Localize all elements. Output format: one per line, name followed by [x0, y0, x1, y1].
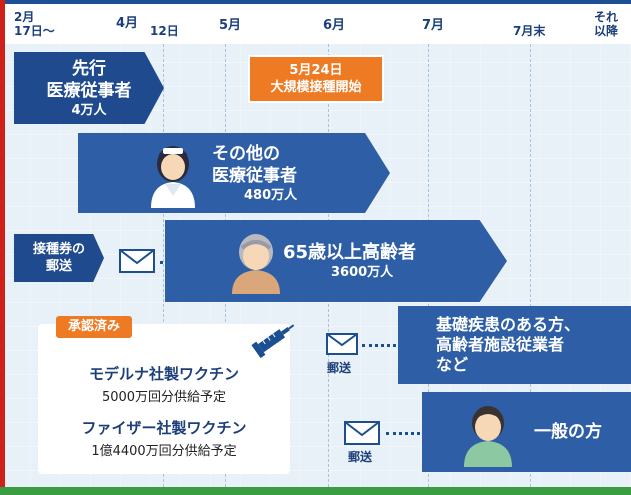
tick-april: 4月: [116, 16, 139, 31]
advance-medical-line1: 先行: [72, 58, 106, 79]
timeline-header: 2月 17日〜 4月 12日 5月 6月 7月 7月末 それ 以降: [5, 4, 631, 44]
mail-label-general: 郵送: [348, 450, 373, 464]
gridline-april: [163, 44, 164, 487]
mailing-label-line2: 郵送: [45, 259, 72, 274]
tick-later-line2: 以降: [594, 24, 619, 38]
announce-date: 5月24日: [289, 63, 343, 78]
nurse-icon: [151, 146, 195, 208]
tick-later-line1: それ: [594, 10, 619, 24]
tick-july-end: 7月末: [513, 24, 546, 38]
arrow-general-public: 一般の方: [422, 392, 631, 472]
tick-12th: 12日: [150, 24, 179, 38]
tick-may: 5月: [219, 18, 242, 33]
other-medical-line1: その他の: [212, 143, 280, 164]
arrow-other-medical: その他の 医療従事者 480万人: [78, 133, 390, 213]
top-border: [0, 0, 631, 4]
mailing-label-line1: 接種券の: [32, 242, 85, 257]
envelope-icon: [344, 421, 380, 445]
arrow-advance-medical: 先行 医療従事者 4万人: [14, 52, 164, 124]
underlying-line2: 高齢者施設従業者: [436, 335, 565, 354]
advance-medical-count: 4万人: [71, 102, 107, 118]
elderly-name: 65歳以上高齢者: [283, 241, 417, 263]
underlying-line3: など: [436, 355, 469, 374]
left-border: [0, 0, 5, 495]
elderly-count: 3600万人: [331, 264, 394, 280]
arrow-elderly: 65歳以上高齢者 3600万人: [165, 220, 507, 302]
gridline-july-end: [530, 44, 531, 487]
arrow-underlying-conditions: 基礎疾患のある方、 高齢者施設従業者 など: [398, 306, 631, 384]
envelope-icon: [326, 333, 358, 355]
pfizer-vaccine-name: ファイザー社製ワクチン: [81, 419, 247, 437]
tick-later: それ 以降: [594, 10, 618, 38]
general-public-name: 一般の方: [534, 422, 602, 442]
person-icon: [464, 406, 512, 467]
other-medical-line2: 医療従事者: [212, 165, 297, 186]
mail-label-underlying: 郵送: [327, 361, 352, 375]
pfizer-supply: 1億4400万回分供給予定: [91, 444, 237, 459]
syringe-icon: [251, 324, 295, 359]
underlying-line1: 基礎疾患のある方、: [436, 315, 581, 334]
mailing-label: 接種券の 郵送: [14, 234, 104, 282]
mail-dots-underlying: [362, 344, 396, 347]
envelope-icon: [119, 249, 155, 273]
mail-dots-general: [386, 432, 420, 435]
mass-vaccination-start-note: 5月24日 大規模接種開始: [248, 55, 384, 103]
advance-medical-line2: 医療従事者: [46, 80, 132, 101]
other-medical-count: 480万人: [244, 187, 298, 203]
tick-feb17-month: 2月: [14, 10, 35, 24]
elderly-person-icon: [232, 234, 280, 294]
moderna-vaccine-name: モデルナ社製ワクチン: [88, 365, 239, 383]
vaccine-supply-box: [38, 324, 290, 474]
approved-badge: 承認済み: [56, 316, 132, 338]
tick-july: 7月: [422, 18, 445, 33]
tick-june: 6月: [323, 18, 346, 33]
tick-feb17: 2月 17日〜: [14, 10, 55, 38]
bottom-border: [0, 487, 631, 495]
tick-feb17-day: 17日〜: [14, 24, 55, 38]
moderna-supply: 5000万回分供給予定: [101, 390, 227, 405]
announce-text: 大規模接種開始: [270, 80, 362, 95]
